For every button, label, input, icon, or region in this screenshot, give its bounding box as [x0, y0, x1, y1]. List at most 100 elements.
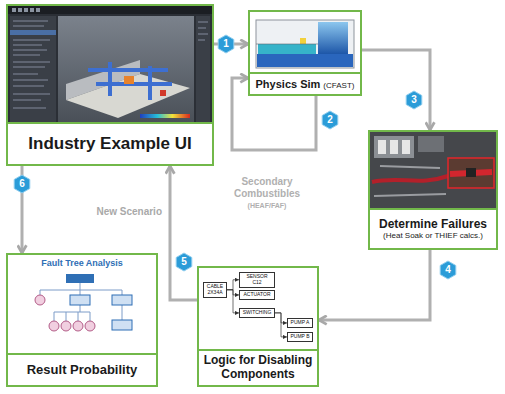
software-screenshot — [24, 8, 28, 12]
annotation-box: (HEAF/FAF) — [222, 202, 312, 210]
image-card: Determine Failures(Heat Soak or THIEF ca… — [368, 130, 498, 250]
logic-block: SENSOR C12 — [239, 272, 275, 288]
card-caption: Industry Example UI — [28, 134, 191, 154]
logic-wire — [227, 290, 239, 313]
simulation-plot — [250, 12, 360, 74]
callout-number: 1 — [217, 35, 235, 53]
fault-tree — [61, 321, 71, 331]
callout-number: 5 — [175, 253, 193, 271]
logic-label: SWITCHING — [242, 310, 273, 316]
callout-number: 6 — [13, 175, 31, 193]
callout-badge: 1 — [217, 35, 235, 53]
image-card: CABLE 2X34A SENSOR C12ACTUATOR SWITCHING PU… — [197, 266, 319, 387]
logic-wire — [275, 313, 287, 337]
image-card: Fault Tree AnalysisResult Probability — [6, 253, 158, 387]
software-screenshot — [12, 8, 16, 12]
software-screenshot — [124, 76, 134, 84]
logic-label: ACTUATOR — [242, 292, 273, 298]
fault-tree — [112, 295, 132, 305]
logic-wire — [227, 280, 239, 290]
fault-tree — [70, 295, 90, 305]
caption-note: (Heat Soak or THIEF calcs.) — [373, 231, 493, 240]
software-screenshot — [10, 16, 56, 122]
software-screenshot — [10, 30, 56, 35]
software-screenshot — [198, 22, 208, 40]
image-card: Physics Sim(CFAST) — [248, 10, 362, 96]
cable-photo — [370, 132, 496, 210]
flow-arrow — [319, 250, 430, 320]
caption-band: Logic for Disabling Components — [199, 349, 317, 385]
callout-number: 3 — [405, 91, 423, 109]
caption-band: Result Probability — [8, 353, 156, 385]
callout-number: 2 — [321, 111, 339, 129]
software-screenshot — [66, 74, 190, 118]
edge-label: New Scenario — [96, 206, 162, 218]
edge-label-box: New Scenario — [94, 206, 164, 218]
cable-photo — [390, 140, 398, 154]
annotation: Secondary Combustibles — [222, 176, 312, 199]
fault-tree — [66, 274, 94, 283]
logic-block: ACTUATOR — [239, 290, 275, 300]
software-screenshot — [58, 16, 194, 122]
logic-block: CABLE 2X34A — [203, 282, 227, 298]
software-screenshot — [140, 114, 190, 118]
simulation-plot — [300, 38, 306, 44]
image-card: Industry Example UI — [6, 4, 214, 166]
software-screenshot — [8, 6, 212, 124]
cable-photo — [372, 176, 448, 182]
card-caption: Result Probability — [27, 363, 138, 378]
logic-label: PUMP B — [290, 334, 311, 340]
software-screenshot — [160, 90, 166, 96]
callout-badge: 4 — [439, 261, 457, 279]
card-caption: Physics Sim — [256, 78, 321, 91]
cable-photo — [466, 168, 476, 177]
callout-badge: 6 — [13, 175, 31, 193]
callout-badge: 3 — [405, 91, 423, 109]
fault-tree — [40, 283, 122, 321]
logic-label: SENSOR C12 — [242, 274, 273, 286]
cable-photo — [370, 132, 496, 210]
simulation-plot — [250, 12, 360, 74]
caption-band: Physics Sim(CFAST) — [250, 72, 360, 94]
cable-photo — [378, 140, 386, 154]
cable-photo — [448, 158, 494, 188]
simulation-plot — [318, 22, 348, 54]
software-screenshot — [196, 16, 210, 122]
software-screenshot — [30, 8, 34, 12]
fault-tree — [8, 255, 156, 355]
callout-number: 4 — [439, 261, 457, 279]
logic-block: PUMP A — [287, 318, 313, 328]
cable-photo — [374, 136, 414, 158]
cable-photo — [402, 140, 410, 154]
card-caption: Logic for Disabling Components — [202, 354, 314, 382]
caption-band: Determine Failures(Heat Soak or THIEF ca… — [370, 208, 496, 248]
callout-badge: 5 — [175, 253, 193, 271]
flow-arrow — [170, 166, 197, 300]
logic-label: CABLE 2X34A — [206, 284, 225, 296]
title-holder: Fault Tree Analysis — [8, 258, 156, 268]
logic-label: PUMP A — [290, 320, 311, 326]
caption-band: Industry Example UI — [8, 122, 212, 164]
simulation-plot — [258, 44, 316, 54]
fault-tree — [49, 321, 59, 331]
software-screenshot — [36, 8, 40, 12]
fault-tree — [85, 321, 95, 331]
simulation-plot — [257, 54, 353, 67]
logic-block: SWITCHING — [239, 308, 275, 318]
annotation-box: Secondary Combustibles — [222, 176, 312, 199]
caption-note: (CFAST) — [323, 81, 354, 90]
software-screenshot — [8, 6, 212, 14]
fault-tree — [35, 295, 45, 305]
logic-block: PUMP B — [287, 332, 313, 342]
software-screenshot — [88, 62, 172, 100]
annotation: (HEAF/FAF) — [222, 202, 312, 210]
software-screenshot — [13, 21, 50, 108]
fault-tree — [73, 321, 83, 331]
panel-title: Fault Tree Analysis — [8, 258, 156, 268]
card-caption: Determine Failures — [379, 218, 487, 232]
fault-tree — [112, 320, 132, 330]
flow-arrow — [362, 50, 430, 130]
simulation-plot — [256, 20, 354, 68]
